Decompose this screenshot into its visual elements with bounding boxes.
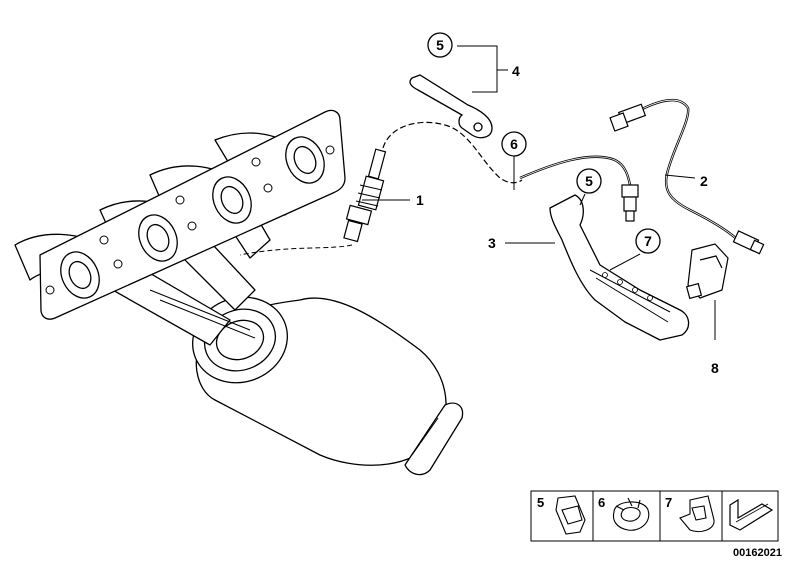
legend-item-5: 5	[537, 495, 586, 535]
callout-2: 2	[700, 173, 708, 189]
sensor-2-cable-upper	[639, 99, 741, 243]
parts-legend: 5 6 7	[530, 490, 779, 542]
callout-6: 6	[501, 131, 527, 157]
callout-8: 8	[711, 360, 719, 376]
callout-5-mid: 5	[576, 168, 602, 194]
callout-4: 4	[512, 63, 520, 79]
exhaust-manifold-assembly	[14, 109, 464, 476]
mounting-position-arrow-icon	[729, 498, 774, 531]
outlet-flange	[404, 402, 464, 476]
callout-1: 1	[416, 192, 424, 208]
cable-holder-7-icon	[679, 495, 715, 533]
leader-lines	[362, 45, 716, 340]
callout-3: 3	[488, 235, 496, 251]
cable-bracket-4	[409, 74, 493, 139]
oxygen-sensor-1	[343, 148, 387, 243]
clip-6-icon	[612, 497, 650, 531]
svg-text:6: 6	[598, 495, 605, 510]
svg-text:7: 7	[644, 233, 652, 249]
clip-8	[685, 243, 729, 300]
heat-shield-bracket-3	[549, 194, 690, 341]
legend-item-7: 7	[665, 495, 715, 533]
oxygen-sensor-2	[519, 99, 765, 255]
svg-text:7: 7	[665, 495, 672, 510]
svg-text:5: 5	[537, 495, 544, 510]
legend-item-6: 6	[598, 495, 650, 531]
svg-text:5: 5	[436, 37, 444, 53]
sensor-cable-routing	[239, 244, 353, 256]
svg-text:5: 5	[585, 173, 593, 189]
callout-7: 7	[635, 228, 661, 254]
diagram-id: 00162021	[733, 547, 782, 559]
clamp-5-icon	[555, 495, 586, 535]
flange-bolt-holes	[45, 145, 335, 295]
sensor-1-cable	[382, 121, 523, 184]
svg-text:6: 6	[510, 136, 518, 152]
callout-5-top: 5	[427, 32, 453, 58]
